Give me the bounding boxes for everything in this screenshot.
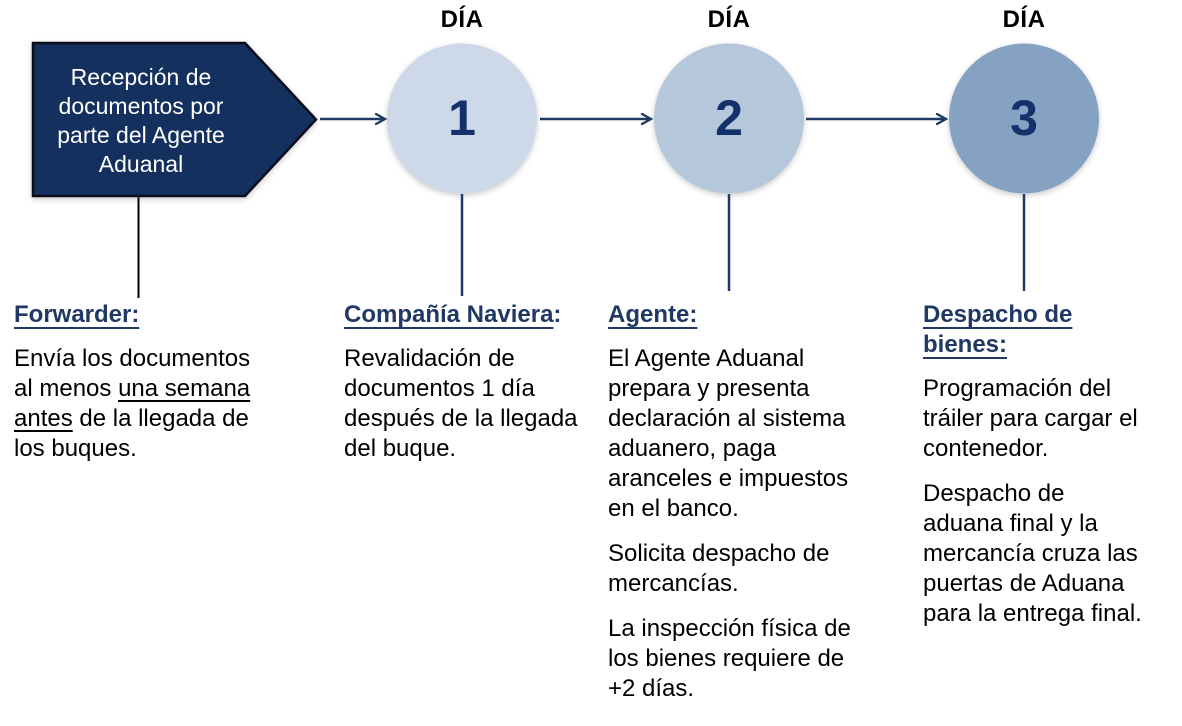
column-compania-naviera: Compañía Naviera: Revalidación de docume… (344, 300, 596, 479)
column-agente-heading: Agente: (608, 301, 698, 328)
column-forwarder: Forwarder: Envía los documentos al menos… (14, 300, 268, 479)
start-banner-label: Recepción de documentos por parte del Ag… (57, 64, 225, 177)
column-agente-paragraph-2: Solicita despacho de mercancías. (608, 540, 830, 597)
day-label-1: DÍA (440, 6, 484, 33)
day-label-3: DÍA (1002, 6, 1046, 33)
day-circle-3 (949, 43, 1099, 194)
column-forwarder-heading: Forwarder: (14, 301, 140, 328)
column-agente-paragraph-3: La inspección física de los bienes requi… (608, 615, 851, 702)
day-number-3: 3 (1010, 90, 1038, 146)
start-banner-shape (31, 41, 318, 198)
day-label-2: DÍA (707, 6, 751, 33)
column-compania-naviera-paragraph: Revalidación de documentos 1 día después… (344, 345, 578, 462)
column-despacho-paragraph-2: Despacho de aduana final y la mercancía … (923, 480, 1142, 627)
column-despacho-heading: Despacho de bienes: (923, 301, 1073, 358)
column-despacho-paragraph-1: Programación del tráiler para cargar el … (923, 375, 1138, 462)
column-agente: Agente: El Agente Aduanal prepara y pres… (608, 300, 864, 719)
column-despacho-de-bienes: Despacho de bienes: Programación del trá… (923, 300, 1143, 644)
day-circle-1 (387, 43, 537, 194)
column-forwarder-paragraph: Envía los documentos al menos una semana… (14, 345, 251, 462)
day-number-2: 2 (715, 90, 743, 146)
column-agente-paragraph-1: El Agente Aduanal prepara y presenta dec… (608, 345, 849, 522)
day-number-1: 1 (448, 90, 476, 146)
column-compania-naviera-heading: Compañía Naviera: (344, 301, 562, 328)
day-circle-2 (654, 43, 804, 194)
